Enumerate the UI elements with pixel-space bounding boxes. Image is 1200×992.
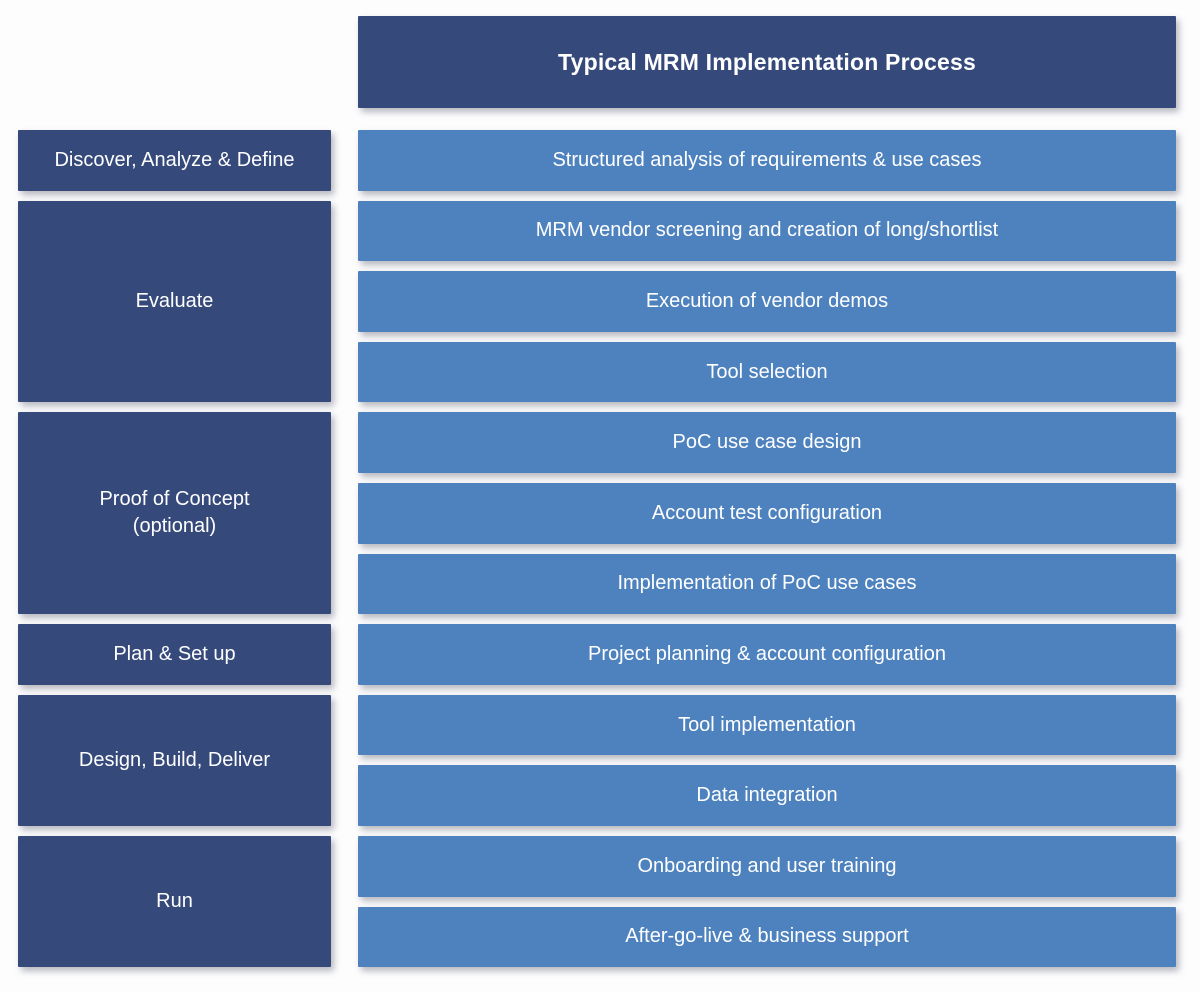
step-box-implementation-poc-use-cases: Implementation of PoC use cases [358, 553, 1176, 615]
phase-box-run: Run [18, 835, 331, 968]
step-box-vendor-demos: Execution of vendor demos [358, 271, 1176, 332]
phase-label: Discover, Analyze & Define [54, 148, 295, 171]
step-box-project-planning: Project planning & account configuration [358, 624, 1176, 685]
phase-label: Design, Build, Deliver [78, 748, 271, 771]
step-box-vendor-screening: MRM vendor screening and creation of lon… [358, 200, 1176, 262]
step-box-after-go-live-support: After-go-live & business support [358, 906, 1176, 968]
step-label: Tool selection [706, 360, 828, 383]
step-box-poc-use-case-design: PoC use case design [358, 412, 1176, 473]
step-box-tool-selection: Tool selection [358, 341, 1176, 403]
phase-box-discover-analyze-define: Discover, Analyze & Define [18, 130, 331, 191]
process-grid: Discover, Analyze & Define Evaluate Proo… [18, 130, 1176, 968]
phase-label: Evaluate [135, 289, 214, 312]
step-box-structured-analysis: Structured analysis of requirements & us… [358, 130, 1176, 191]
step-label: Tool implementation [678, 713, 856, 736]
phase-label: Run [156, 890, 193, 913]
step-label: Implementation of PoC use cases [617, 572, 917, 595]
step-label: Account test configuration [651, 501, 883, 524]
step-label: Execution of vendor demos [645, 289, 889, 312]
step-label: After-go-live & business support [625, 925, 909, 948]
step-box-onboarding-training: Onboarding and user training [358, 835, 1176, 897]
phase-box-plan-set-up: Plan & Set up [18, 624, 331, 685]
phase-box-design-build-deliver: Design, Build, Deliver [18, 694, 331, 826]
step-box-account-test-configuration: Account test configuration [358, 482, 1176, 544]
step-label: Project planning & account configuration [587, 642, 946, 665]
diagram-title-box: Typical MRM Implementation Process [358, 16, 1176, 108]
phase-box-proof-of-concept: Proof of Concept (optional) [18, 412, 331, 615]
step-label: MRM vendor screening and creation of lon… [535, 219, 999, 242]
phase-box-evaluate: Evaluate [18, 200, 331, 403]
step-label: Data integration [696, 784, 838, 807]
step-box-tool-implementation: Tool implementation [358, 694, 1176, 756]
step-label: Onboarding and user training [637, 854, 897, 877]
phase-label: Proof of Concept [99, 488, 250, 511]
phase-label: Plan & Set up [113, 642, 236, 665]
step-box-data-integration: Data integration [358, 765, 1176, 826]
step-label: PoC use case design [672, 431, 862, 454]
step-label: Structured analysis of requirements & us… [552, 148, 982, 171]
phase-label-line2: (optional) [132, 515, 217, 538]
diagram-title: Typical MRM Implementation Process [558, 48, 976, 75]
